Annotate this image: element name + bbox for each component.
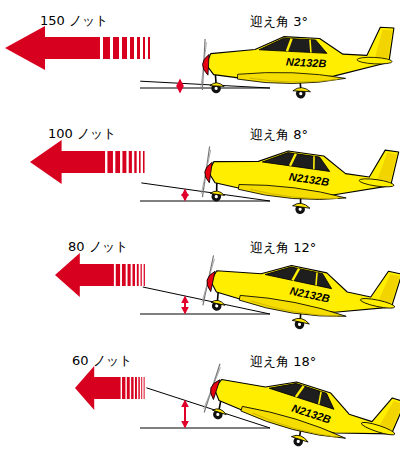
speed-label: 60 ノット [72, 353, 132, 369]
speed-label: 100 ノット [48, 126, 116, 142]
angle-label: 迎え角 3° [250, 14, 308, 30]
angle-arrow [180, 80, 185, 427]
airplane [202, 344, 400, 453]
angle-label: 迎え角 18° [250, 354, 316, 370]
airplane [201, 18, 394, 103]
airflow-arrow [55, 253, 145, 297]
airflow-arrow [75, 366, 145, 410]
angle-label: 迎え角 8° [250, 127, 308, 143]
speed-label: 80 ノット [68, 239, 128, 255]
airflow-arrow [5, 26, 150, 70]
registration-mark: N2132B [286, 56, 327, 71]
airplane [201, 235, 400, 348]
airplane [200, 126, 398, 227]
speed-label: 150 ノット [40, 13, 108, 29]
angle-label: 迎え角 12° [250, 240, 316, 256]
airflow-arrow [30, 140, 145, 184]
